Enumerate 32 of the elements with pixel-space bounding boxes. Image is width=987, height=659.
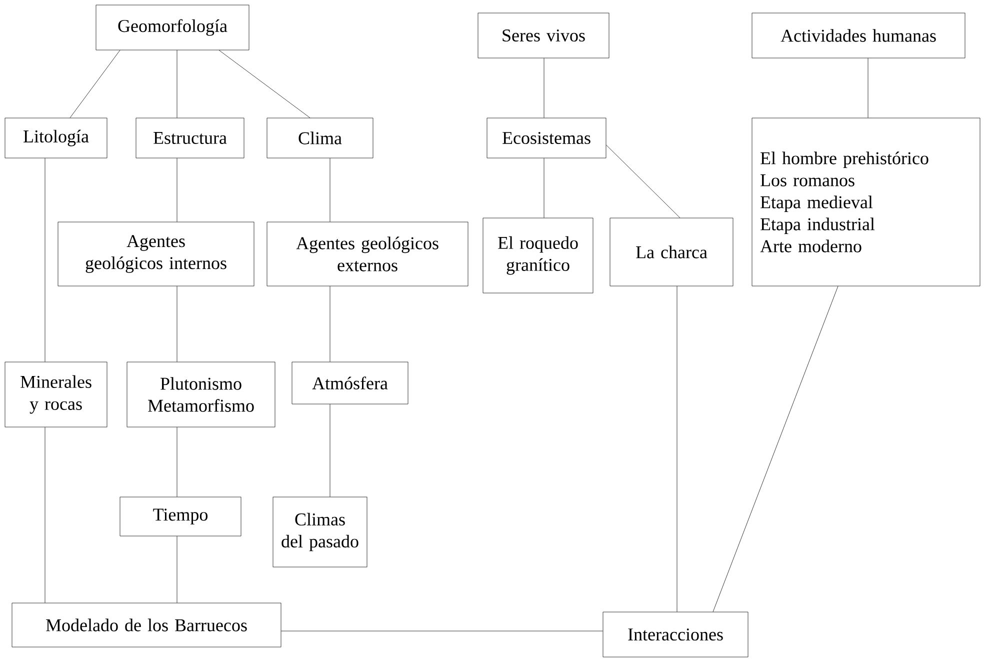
connector-line — [176, 50, 178, 118]
connector-line — [676, 286, 678, 612]
text-box: Agentes geológicos internos — [58, 222, 254, 286]
text-box: Litología — [4, 118, 108, 158]
connector-line — [176, 158, 178, 222]
text-box: Atmósfera — [292, 362, 408, 404]
text-box: Agentes geológicos externos — [266, 222, 468, 286]
connector-line — [176, 427, 178, 497]
connector-line — [44, 427, 46, 603]
connector-line — [70, 50, 120, 118]
text-box: Geomorfología — [96, 4, 250, 50]
text-box: Modelado de los Barruecos — [12, 602, 282, 648]
text-box: Ecosistemas — [486, 118, 606, 158]
text-box: Interacciones — [602, 612, 748, 658]
text-box: Actividades humanas — [752, 12, 966, 58]
connector-line — [218, 50, 310, 118]
text-box: El roquedo granítico — [482, 218, 594, 294]
text-box: Climas del pasado — [272, 496, 368, 568]
connector-line — [176, 286, 178, 362]
connector-line — [44, 158, 46, 362]
text-box: Seres vivos — [478, 12, 610, 58]
connector-line — [176, 536, 178, 603]
text-box: Estructura — [136, 118, 244, 158]
text-box: Plutonismo Metamorfismo — [126, 362, 276, 428]
text-box: Tiempo — [120, 496, 242, 536]
text-box: Minerales y rocas — [4, 362, 108, 428]
text-box: El hombre prehistórico Los romanos Etapa medieval Etapa industrial Arte moderno — [752, 118, 980, 286]
connector-line — [606, 144, 680, 218]
text-box: Clima — [266, 118, 374, 158]
text-box: La charca — [610, 218, 734, 286]
connector-line — [281, 630, 603, 632]
connector-line — [712, 286, 838, 612]
